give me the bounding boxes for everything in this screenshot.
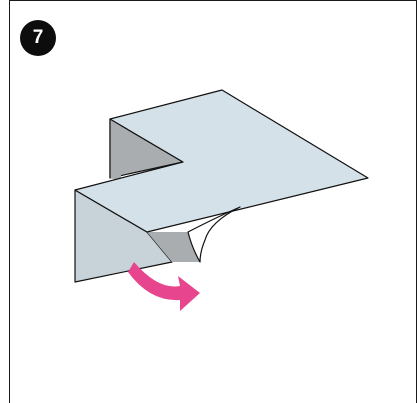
curl-corner <box>187 206 241 263</box>
top-surface <box>74 89 369 233</box>
curved-arrow-icon <box>128 262 200 311</box>
frame-border-left <box>9 0 10 403</box>
frame-border-top <box>9 0 417 1</box>
step-number-badge: 7 <box>20 20 56 56</box>
back-wall-side <box>110 119 121 181</box>
flap-inner-shadow <box>147 232 200 262</box>
